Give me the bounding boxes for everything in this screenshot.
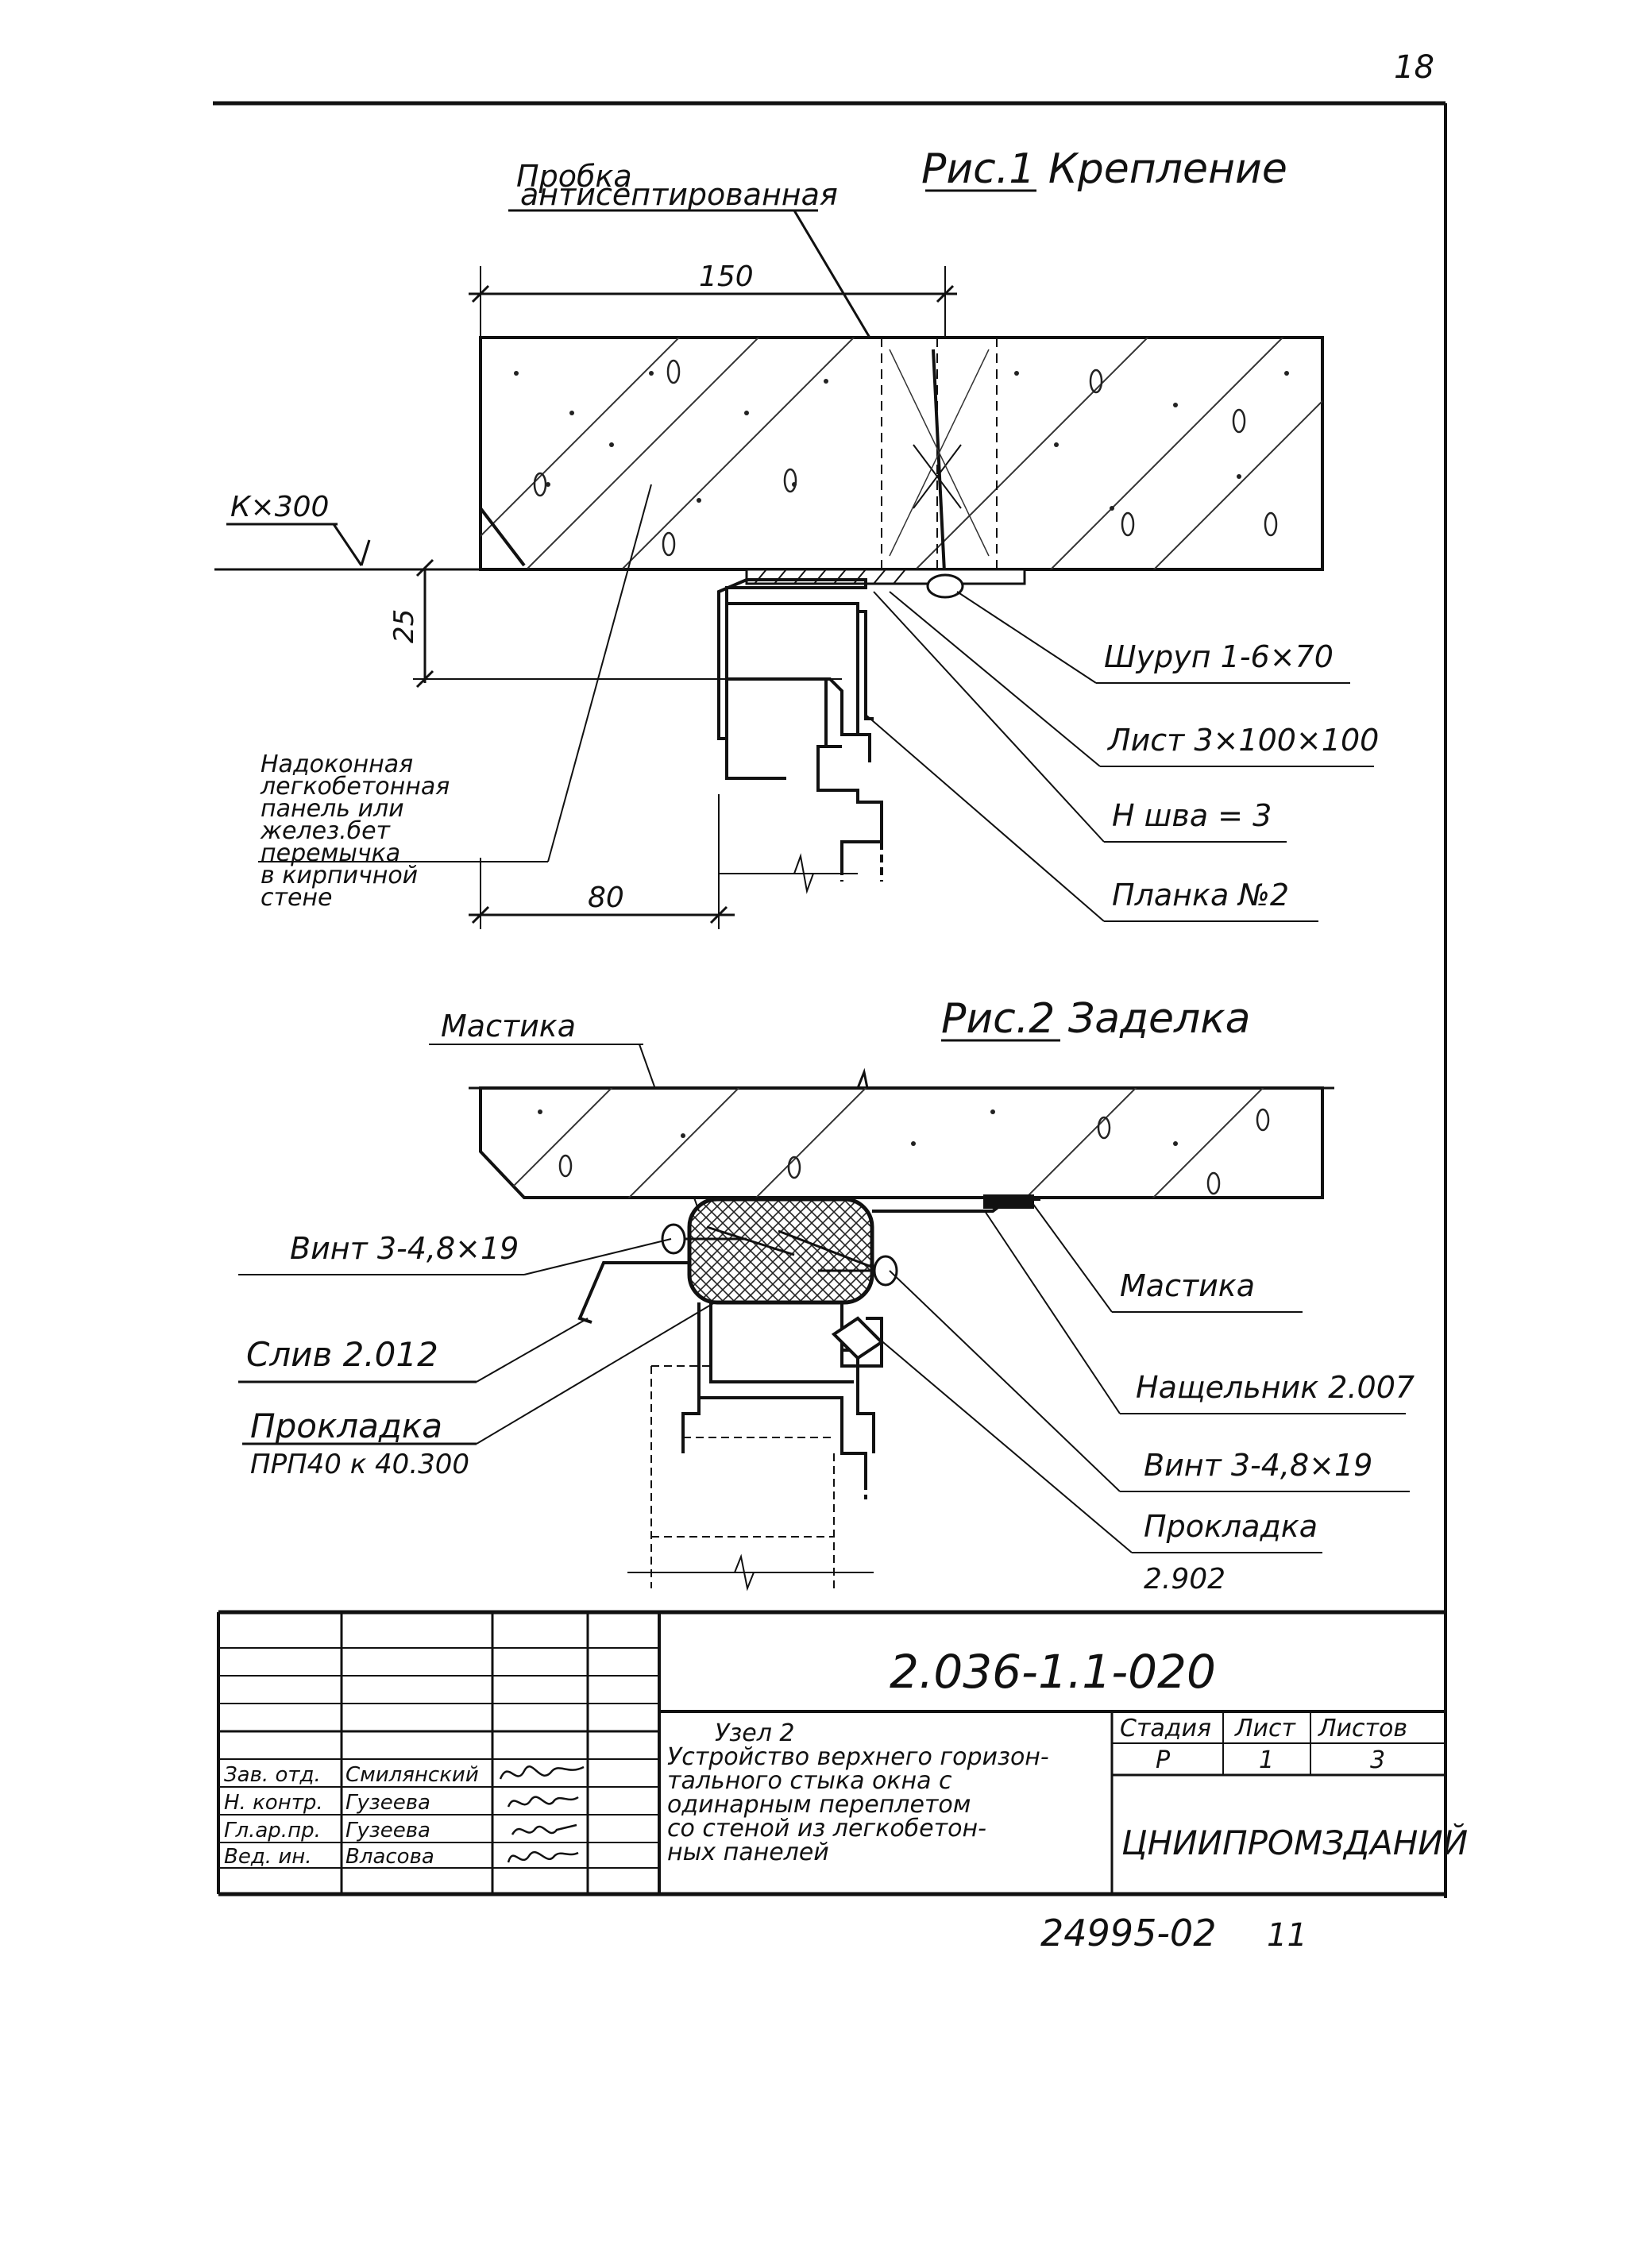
fig1-panel-l4: желез.бет [260,817,392,845]
fig2-mastic-right-label: Мастика [1120,1268,1255,1303]
doc-code: 2.036-1.1-020 [890,1645,1216,1699]
title-block: 2.036-1.1-020 Узел 2 Устройство верхнего… [217,1610,1468,1897]
stage-header: Стадия [1120,1715,1211,1742]
fig1-dimension-150: 150 [469,260,957,338]
name-1: Смилянский [345,1763,479,1787]
fig1-panel-l3: панель или [261,795,404,823]
fig2-batten-label: Нащельник 2.007 [1136,1370,1415,1405]
fig1-level-text: К×300 [230,491,329,523]
fig1-panel-callout: Надоконная легкобетонная панель или желе… [258,484,652,912]
fig1-panel-l1: Надоконная [261,750,413,778]
fig1-krepleniye: Рис.1 Крепление Пробка антисептированная… [214,145,1379,929]
fig2-left-callouts: Винт 3-4,8×19 Слив 2.012 Прокладка ПРП40… [238,1231,716,1480]
fig1-panel-l2: легкобетонная [260,773,450,801]
name-4: Власова [345,1845,434,1869]
fig2-gasket-right-l1: Прокладка [1144,1509,1318,1544]
sheet-value: 1 [1259,1746,1274,1774]
fig1-weld-label: Н шва = 3 [1112,798,1272,833]
fig2-zadelka: Рис.2 Заделка Мастика [238,995,1415,1596]
fig2-title: Рис.2 Заделка [941,995,1251,1043]
fig1-right-callouts: Шуруп 1-6×70 Лист 3×100×100 Н шва = 3 Пл… [865,591,1379,922]
fig1-window-frame [717,578,883,921]
sheets-value: 3 [1370,1746,1385,1774]
fig1-screw-label: Шуруп 1-6×70 [1104,639,1334,674]
fig1-panel-l6: в кирпичной [261,862,418,889]
desc-line-5: со стеной из легкобетон- [667,1815,986,1842]
fig1-dim-vertical: 25 [388,609,420,643]
role-1: Зав. отд. [224,1763,321,1787]
inventory-sheet: 11 [1267,1917,1307,1954]
desc-line-4: одинарным переплетом [667,1791,971,1819]
fig1-steel-sheet [745,568,1026,599]
desc-line-6: ных панелей [667,1839,829,1866]
fig2-screws [661,1223,898,1287]
signatures [499,1765,585,1863]
role-4: Вед. ин. [224,1845,312,1869]
sheet-header: Лист [1234,1715,1297,1742]
inventory-number: 24995-02 [1040,1912,1216,1954]
fig1-plug-label-2: антисептированная [520,177,838,212]
fig1-dim-bottom: 80 [588,882,624,914]
fig2-screw-right-label: Винт 3-4,8×19 [1144,1448,1372,1483]
fig1-title: Рис.1 Крепление [921,145,1287,193]
name-3: Гузеева [345,1819,430,1842]
fig2-mastic-top-label: Мастика [441,1009,576,1044]
fig2-sealant [687,1197,882,1305]
name-2: Гузеева [345,1791,430,1815]
sheet-frame [213,101,1447,1898]
fig1-dimension-25: 25 [388,558,842,689]
role-2: Н. контр. [224,1791,323,1815]
role-3: Гл.ар.пр. [224,1819,321,1842]
fig1-panel-l7: стене [261,884,333,912]
page-number: 18 [1394,49,1434,86]
fig2-window-frame [650,1302,885,1588]
desc-line-1: Узел 2 [715,1719,795,1747]
desc-line-3: тального стыка окна с [667,1767,952,1795]
fig2-screw-left-label: Винт 3-4,8×19 [290,1231,519,1266]
stage-value: Р [1156,1746,1171,1774]
desc-line-2: Устройство верхнего горизон- [667,1743,1049,1771]
fig2-drain-label: Слив 2.012 [246,1335,438,1374]
fig2-concrete-panel [479,1086,1324,1199]
fig2-drain [577,1261,689,1324]
fig2-right-callouts: Мастика Нащельник 2.007 Винт 3-4,8×19 Пр… [873,1202,1415,1596]
fig1-sheet-label: Лист 3×100×100 [1106,723,1379,758]
fig2-gasket-left-l2: ПРП40 к 40.300 [250,1449,469,1480]
fig1-strip-label: Планка №2 [1112,878,1289,913]
fig1-dimension-80: 80 [469,853,858,929]
organization: ЦНИИПРОМЗДАНИЙ [1121,1823,1468,1862]
fig1-plug-label-1: Пробка [516,159,632,194]
fig2-gasket-left-l1: Прокладка [250,1406,442,1445]
fig1-dim-top: 150 [699,260,754,293]
fig1-concrete-panel [479,336,1324,588]
sheets-header: Листов [1318,1715,1407,1742]
fig2-batten [872,1194,1040,1213]
fig1-panel-l5: перемычка [261,839,400,867]
fig2-gasket-right-l2: 2.902 [1144,1563,1225,1596]
